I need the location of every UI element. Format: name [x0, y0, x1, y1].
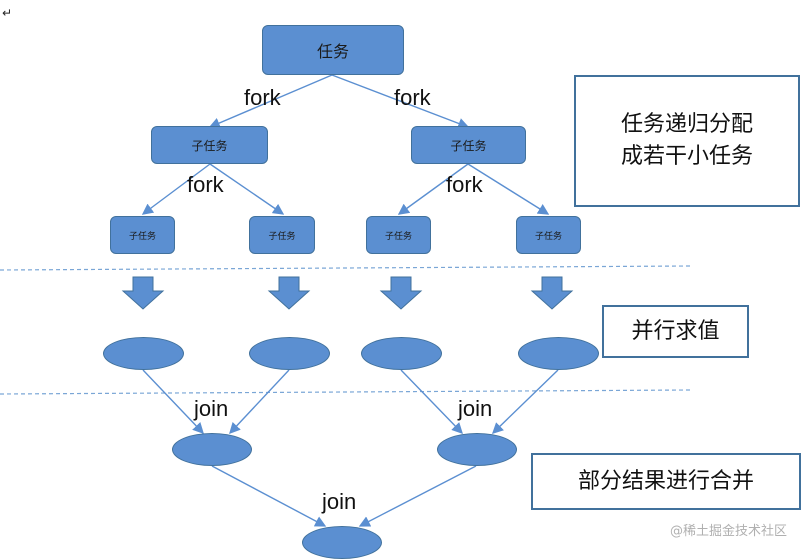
result-ellipse-4: [518, 337, 599, 370]
leaf-task-node-1: 子任务: [110, 216, 175, 254]
down-arrow-1: [121, 276, 165, 310]
down-arrow-2: [267, 276, 311, 310]
edge-join-final-right: [358, 465, 477, 527]
edge-root-sub-left: [208, 74, 333, 129]
edge-join-1: [142, 369, 204, 435]
result-ellipse-1: [103, 337, 184, 370]
edge-subL-leaf2: [209, 163, 285, 215]
join-label-right: join: [458, 396, 493, 421]
fork-label-right: fork: [394, 85, 431, 110]
note-recursive-split: 任务递归分配 成若干小任务: [574, 75, 800, 207]
join-label-left: join: [194, 396, 229, 421]
result-ellipse-3: [361, 337, 442, 370]
edge-join-final-left: [211, 465, 327, 527]
note-merge-results: 部分结果进行合并: [531, 453, 801, 510]
dashed-separator-bottom: [0, 389, 691, 395]
edge-subR-leaf3: [397, 163, 469, 215]
merge-ellipse-right: [437, 433, 517, 466]
fork-label-left: fork: [244, 85, 281, 110]
paragraph-marker: ↵: [2, 6, 13, 20]
root-task-node: 任务: [262, 25, 404, 75]
note-parallel-eval: 并行求值: [602, 305, 749, 358]
edge-join-2: [229, 369, 290, 435]
subtask-node-right: 子任务: [411, 126, 526, 164]
leaf-task-node-3: 子任务: [366, 216, 431, 254]
edge-join-3: [400, 369, 463, 435]
leaf-task-node-4: 子任务: [516, 216, 581, 254]
final-result-ellipse: [302, 526, 382, 559]
down-arrow-4: [530, 276, 574, 310]
fork-label-sub-right: fork: [446, 172, 483, 197]
leaf-task-node-2: 子任务: [249, 216, 315, 254]
edge-subL-leaf1: [141, 163, 211, 215]
merge-ellipse-left: [172, 433, 252, 466]
join-label-final: join: [322, 489, 357, 514]
edge-subR-leaf4: [467, 163, 550, 215]
watermark: @稀土掘金技术社区: [669, 524, 787, 539]
subtask-node-left: 子任务: [151, 126, 268, 164]
dashed-separator-top: [0, 265, 691, 271]
edge-join-4: [491, 369, 559, 434]
down-arrow-3: [379, 276, 423, 310]
result-ellipse-2: [249, 337, 330, 370]
edge-root-sub-right: [331, 74, 470, 129]
fork-label-sub-left: fork: [187, 172, 224, 197]
